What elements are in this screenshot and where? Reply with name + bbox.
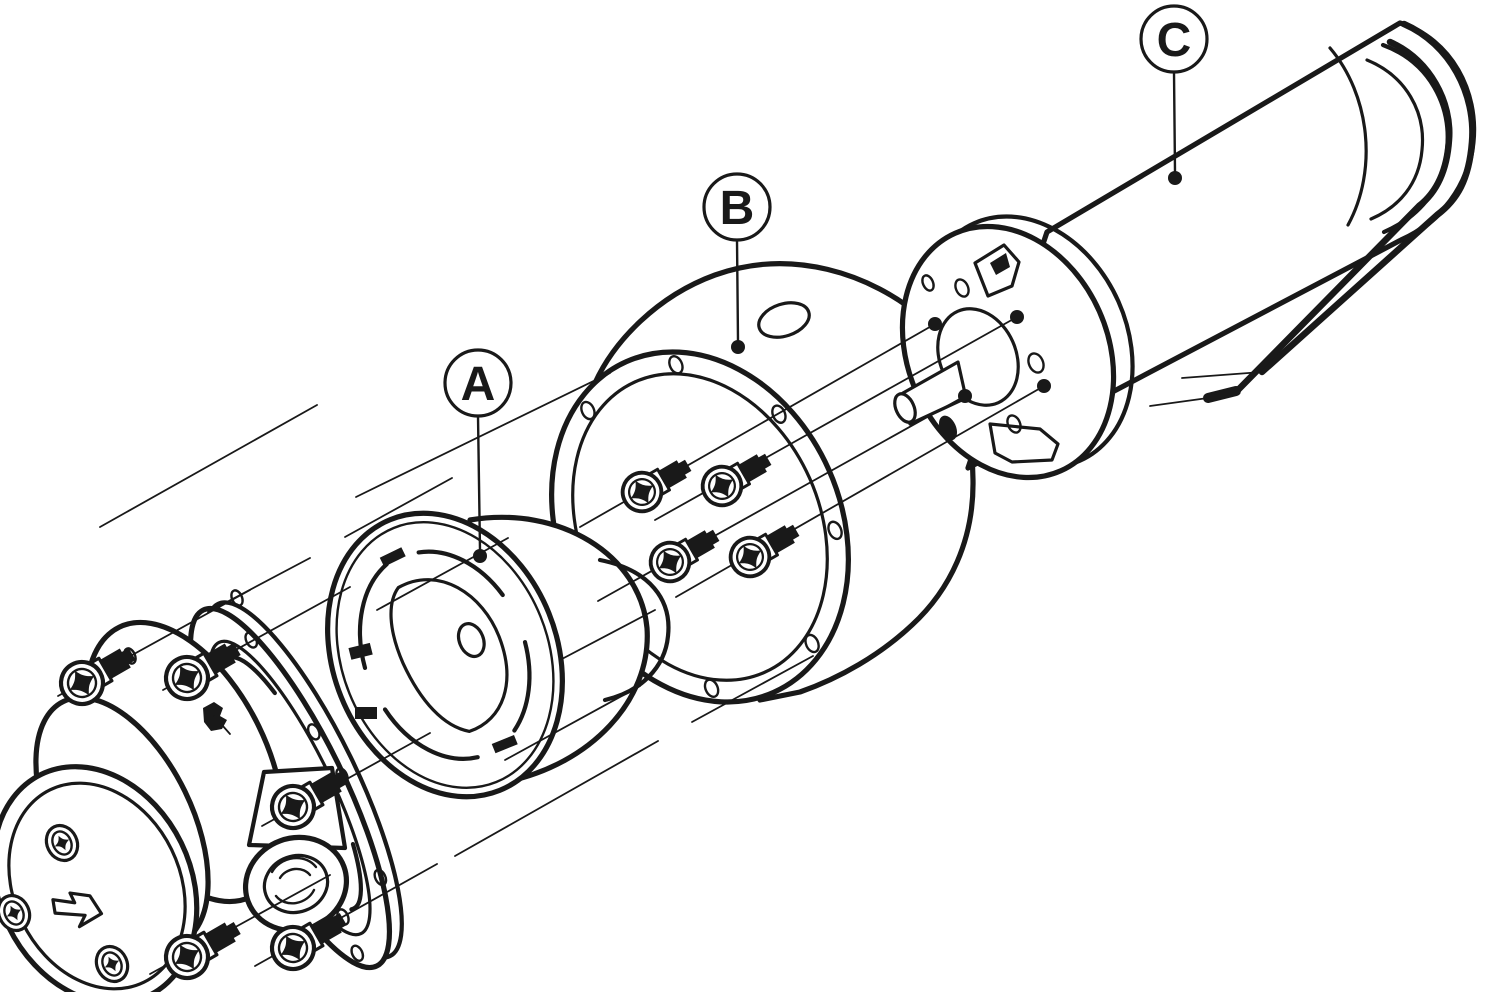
retaining-ring (325, 510, 565, 800)
motor-shaft-tip (893, 392, 917, 424)
flow-direction-arrow (51, 891, 104, 929)
motor-bottom-tab (988, 422, 1060, 464)
motor-endcap-ring-inner (1365, 58, 1425, 221)
motor-shaft-root-shadow (938, 415, 958, 441)
motor-can-seam (1328, 46, 1368, 227)
small-fitting-leader (213, 715, 231, 735)
cam-plate-hole (456, 622, 486, 659)
callout-b: B (702, 172, 772, 354)
callout-c-label: C (1157, 14, 1192, 67)
callout-b-leader-dot (731, 340, 745, 354)
housing-screws (579, 310, 1051, 602)
motor-face-holes (921, 274, 1045, 434)
motor-wire-leads (1149, 20, 1476, 407)
callout-c-leader-line (1172, 70, 1177, 174)
callout-a: A (443, 348, 513, 563)
callout-c-leader-dot (1168, 171, 1182, 185)
alignment-lines (99, 372, 814, 857)
callout-a-leader-dot (473, 549, 487, 563)
callout-c: C (1139, 4, 1209, 185)
motor-face-screw-dots (928, 310, 1051, 403)
cam-cup-nub (597, 557, 671, 703)
motor-part-c (893, 20, 1477, 481)
callout-b-label: B (720, 182, 755, 235)
seal-housing-part-a (325, 510, 671, 800)
housing-vent-hole (757, 301, 811, 339)
pump-screws (53, 586, 438, 986)
pump-head-assembly (0, 600, 404, 992)
motor-top-tab-shadow (990, 253, 1010, 275)
callout-b-leader-line (735, 238, 740, 343)
callout-b-circle (702, 172, 772, 242)
callout-a-leader-line (476, 414, 482, 552)
callout-a-label: A (461, 358, 496, 411)
callout-a-circle (443, 348, 513, 418)
callout-c-circle (1139, 4, 1209, 74)
